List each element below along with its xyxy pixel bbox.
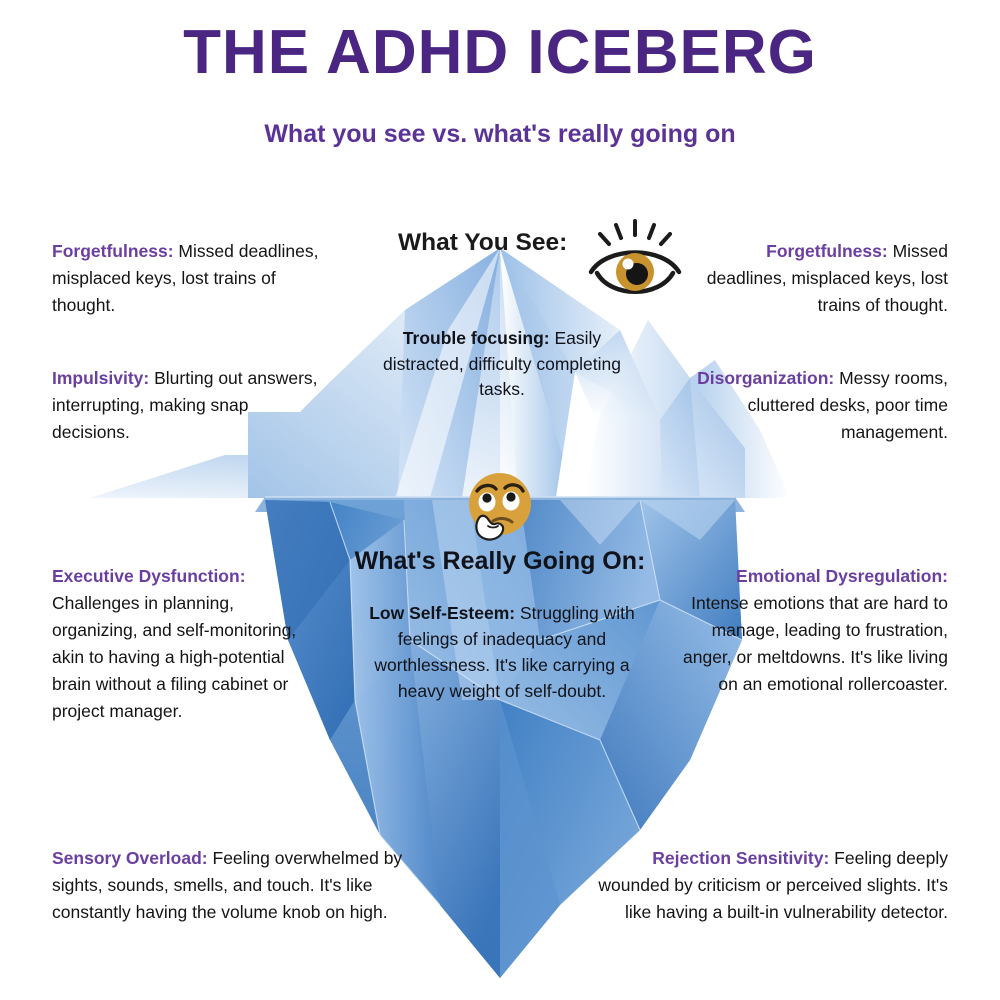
callout-forgetfulness-left: Forgetfulness: Missed deadlines, misplac… (52, 238, 320, 446)
callout-label: Forgetfulness: (766, 241, 888, 261)
callout-text: Feeling deeply wounded by criticism or p… (598, 848, 948, 922)
what-you-see-item: Trouble focusing: Easily distracted, dif… (368, 326, 636, 403)
thinking-face-icon (469, 473, 531, 541)
callout-label: Rejection Sensitivity: (652, 848, 830, 868)
low-self-esteem-text: Struggling with feelings of inadequacy a… (374, 603, 635, 701)
callout-label: Emotional Dysregulation: (736, 566, 948, 586)
callout-label: Sensory Overload: (52, 848, 208, 868)
callout-rejection-sensitivity: Rejection Sensitivity: Feeling deeply wo… (598, 845, 948, 926)
iceberg-below-water (265, 499, 743, 978)
callout-executive-dysfunction: Executive Dysfunction: Challenges in pla… (52, 563, 297, 725)
callout-text: Feeling overwhelmed by sights, sounds, s… (52, 848, 403, 922)
eye-icon (588, 219, 682, 294)
low-self-esteem-label: Low Self-Esteem: (369, 603, 516, 623)
callout-text: Blurting out answers, interrupting, maki… (52, 368, 318, 442)
iceberg-above-water (90, 248, 790, 498)
callout-label: Impulsivity: (52, 368, 150, 388)
callout-text: Intense emotions that are hard to manage… (683, 593, 948, 694)
what-you-see-heading: What You See: (398, 229, 568, 256)
whats-really-going-on-heading: What's Really Going On: (354, 547, 646, 575)
callout-paragraph: Disorganization: Messy rooms, cluttered … (686, 365, 948, 446)
page-title: THE ADHD ICEBERG (183, 18, 817, 87)
callout-label: Forgetfulness: (52, 241, 174, 261)
trouble-focusing-label: Trouble focusing: (402, 328, 550, 348)
callout-text: Missed deadlines, misplaced keys, lost t… (52, 241, 319, 315)
callout-paragraph: Forgetfulness: Missed deadlines, misplac… (52, 238, 320, 319)
low-self-esteem-item: Low Self-Esteem: Struggling with feeling… (358, 600, 646, 704)
page-subtitle: What you see vs. what's really going on (264, 120, 736, 148)
trouble-focusing-text: Easily distracted, difficulty completing… (383, 328, 621, 399)
callout-text: Messy rooms, cluttered desks, poor time … (747, 368, 948, 442)
callout-label: Disorganization: (697, 368, 835, 388)
callout-paragraph: Forgetfulness: Missed deadlines, misplac… (686, 238, 948, 319)
callout-forgetfulness-right: Forgetfulness: Missed deadlines, misplac… (686, 238, 948, 446)
callout-text: Missed deadlines, misplaced keys, lost t… (706, 241, 948, 315)
callout-emotional-dysregulation: Emotional Dysregulation: Intense emotion… (683, 563, 948, 698)
callout-paragraph: Impulsivity: Blurting out answers, inter… (52, 365, 320, 446)
callout-label: Executive Dysfunction: (52, 566, 246, 586)
callout-text: Challenges in planning, organizing, and … (52, 593, 297, 721)
callout-sensory-overload: Sensory Overload: Feeling overwhelmed by… (52, 845, 422, 926)
